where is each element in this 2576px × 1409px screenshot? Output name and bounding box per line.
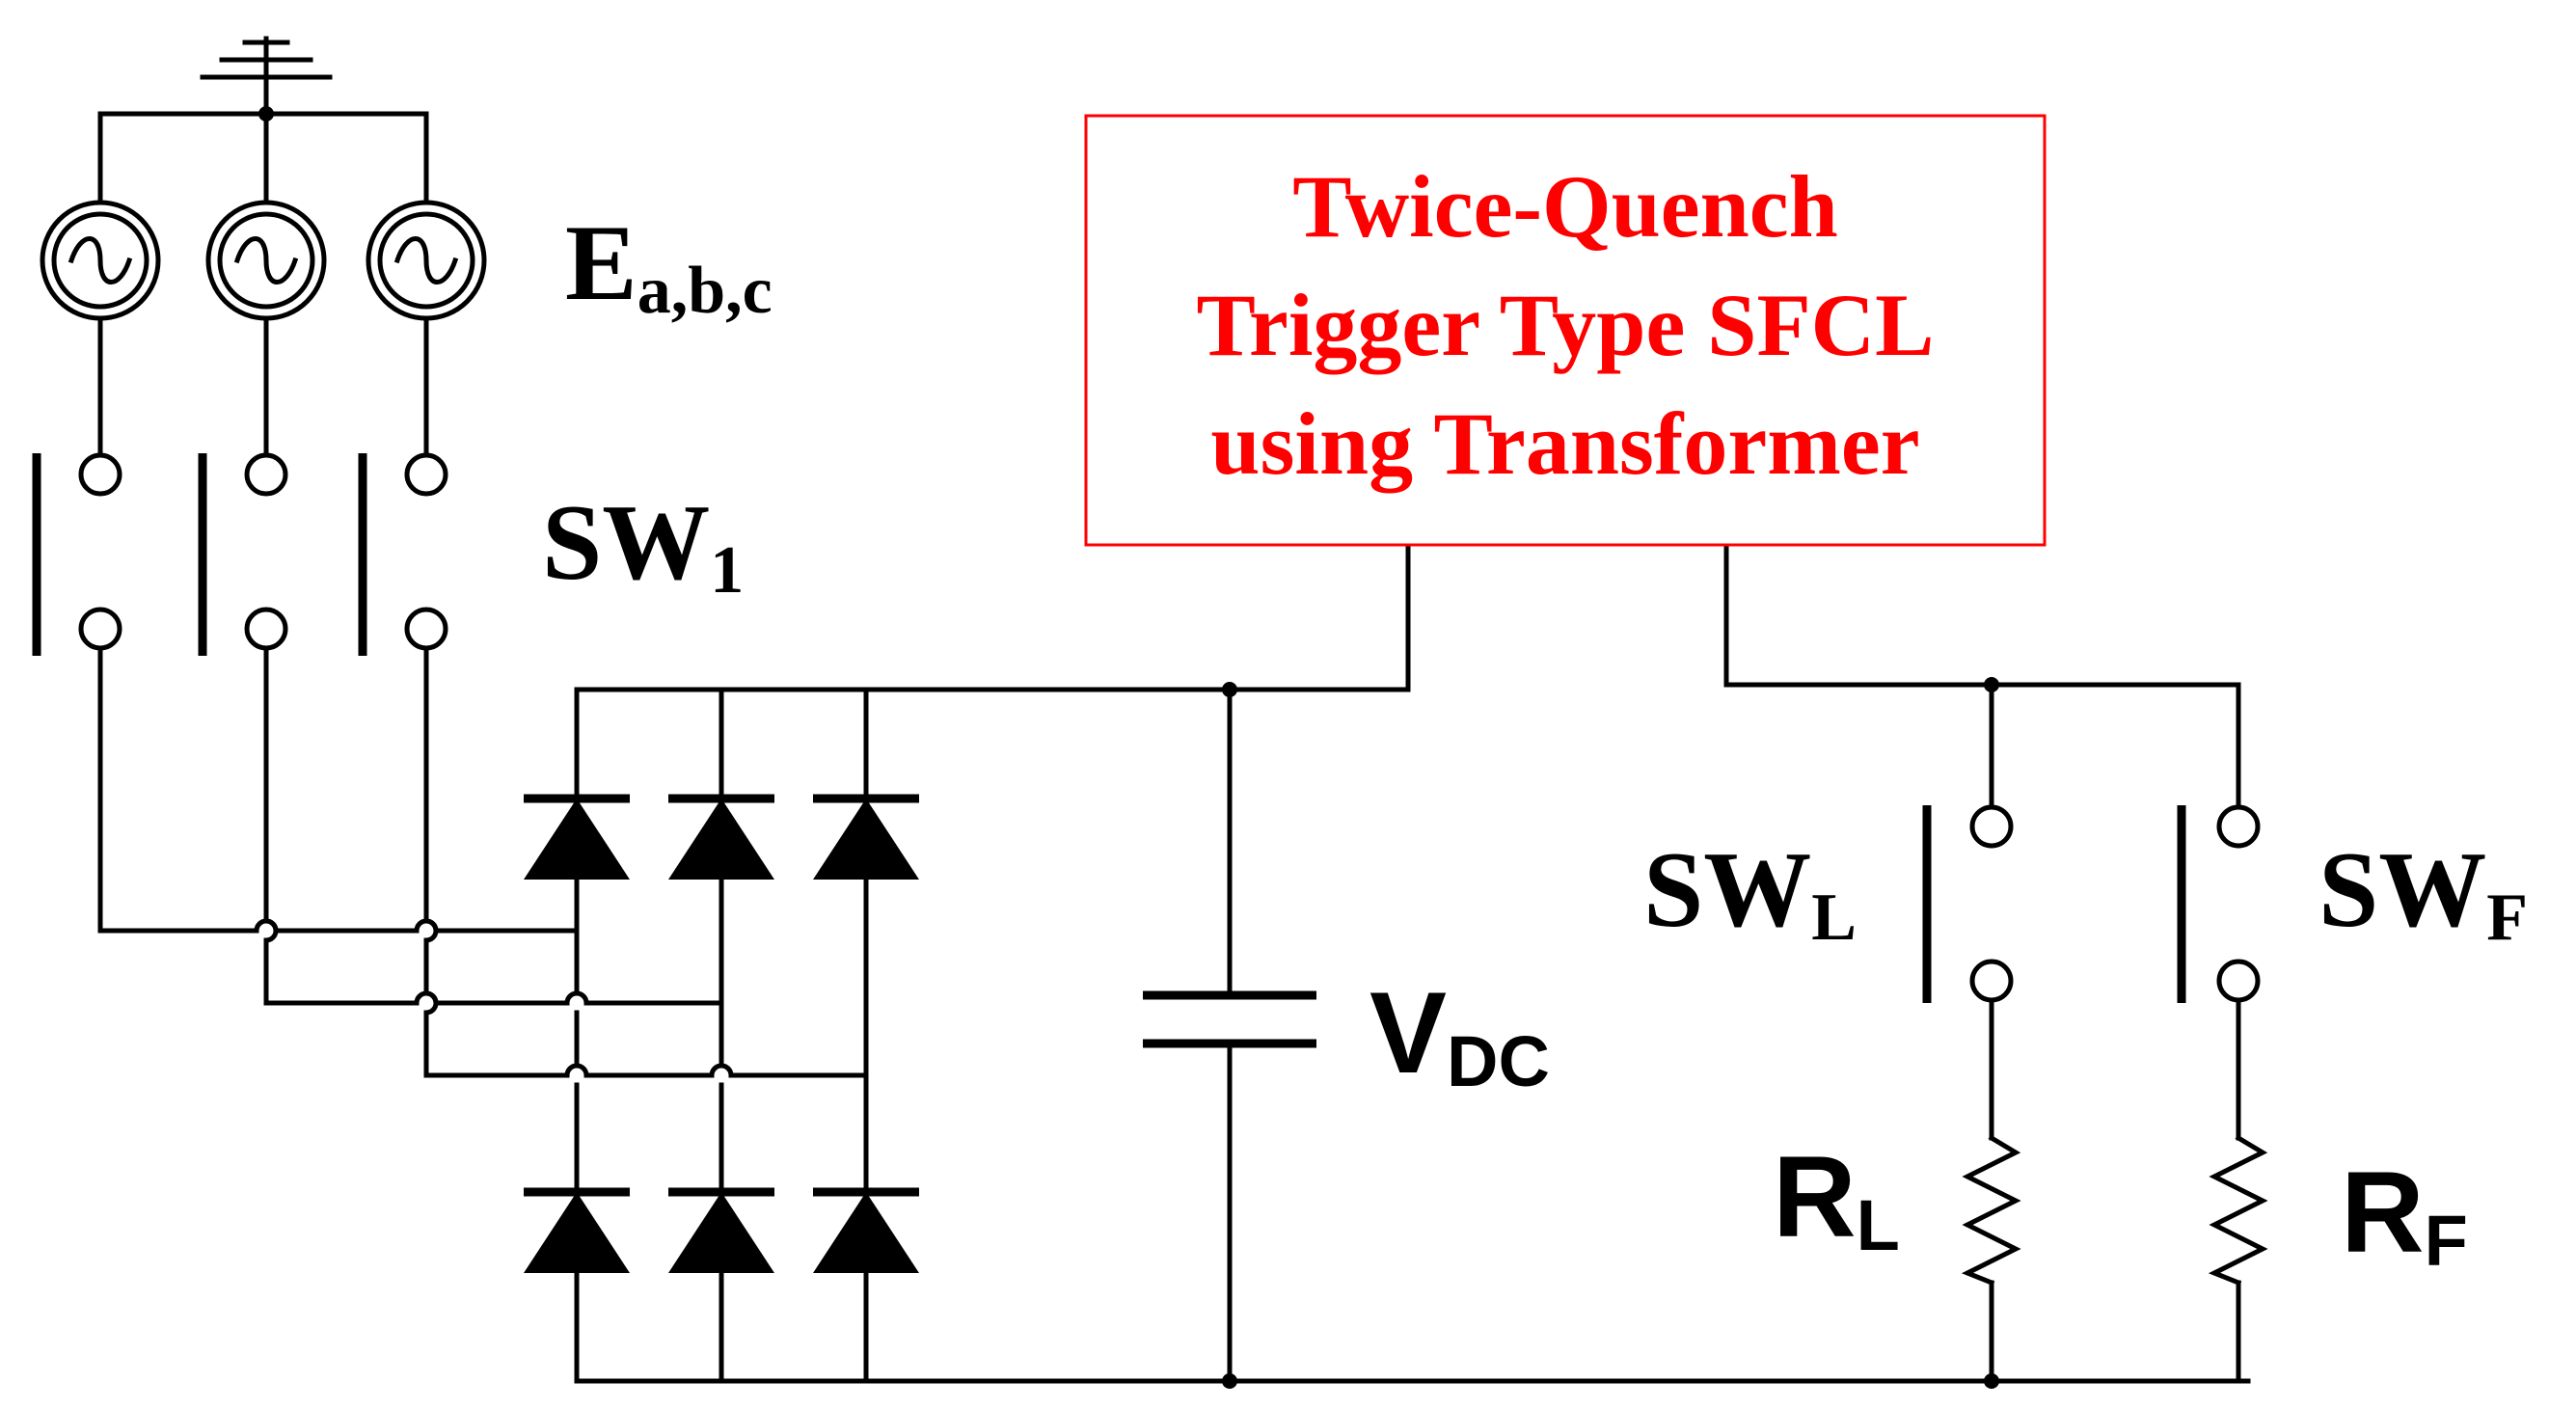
- capacitor-vdc: [1143, 682, 1316, 1389]
- switch-sw1-group: [32, 452, 448, 656]
- ac-sources: [40, 200, 487, 321]
- load-branch: [1922, 677, 2021, 1389]
- fault-branch: [2177, 682, 2268, 1384]
- sfcl-title-line-1: Twice-Quench: [1292, 157, 1838, 256]
- rectifier: [524, 687, 2251, 1384]
- diode-icon: [668, 794, 774, 880]
- diode-icon: [668, 1187, 774, 1273]
- sfcl-title-line-2: Trigger Type SFCL: [1197, 276, 1935, 374]
- resistor-rl-icon: [1961, 1134, 2021, 1287]
- ac-source-icon: [366, 200, 487, 321]
- label-vdc: VDC: [1369, 968, 1550, 1101]
- ground-icon: [200, 36, 333, 122]
- source-bus: [97, 111, 429, 205]
- resistor-rf-icon: [2208, 1134, 2268, 1287]
- ac-source-icon: [40, 200, 161, 321]
- label-swf: SWF: [2318, 830, 2528, 955]
- label-sources: Ea,b,c: [565, 203, 773, 328]
- diode-icon: [813, 794, 919, 880]
- label-swl: SWL: [1643, 830, 1857, 955]
- diode-icon: [813, 1187, 919, 1273]
- sfcl-title-line-3: using Transformer: [1210, 394, 1919, 493]
- label-sw1: SW1: [542, 483, 744, 608]
- label-rl: RL: [1773, 1132, 1900, 1265]
- sfcl-box: Twice-Quench Trigger Type SFCL using Tra…: [1084, 114, 2047, 547]
- diode-icon: [524, 794, 630, 880]
- diode-icon: [524, 1187, 630, 1273]
- label-rf: RF: [2341, 1148, 2468, 1281]
- ac-source-icon: [205, 200, 327, 321]
